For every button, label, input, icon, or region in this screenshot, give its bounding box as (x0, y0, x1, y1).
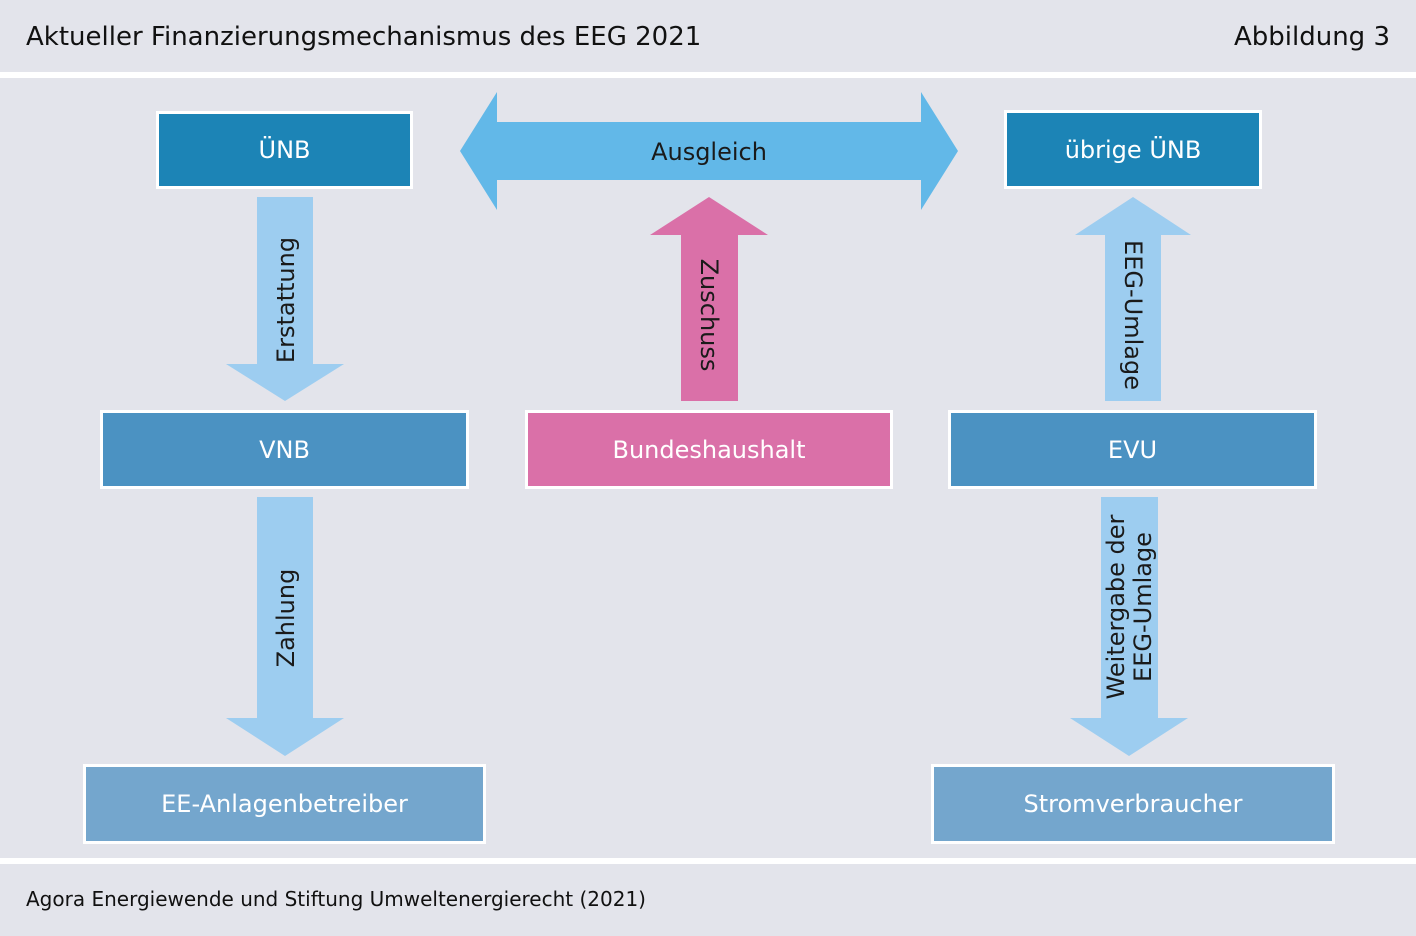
footer-bar: Agora Energiewende und Stiftung Umwelten… (0, 864, 1416, 936)
zuschuss-arrow (650, 197, 768, 401)
ausgleich-arrow (460, 92, 958, 210)
node-uebrige-unb: übrige ÜNB (1004, 110, 1262, 189)
node-unb: ÜNB (156, 111, 413, 189)
source-note: Agora Energiewende und Stiftung Umwelten… (26, 887, 646, 911)
eeg-umlage-arrow (1075, 197, 1191, 401)
weitergabe-arrow (1070, 497, 1188, 756)
node-stromverbraucher: Stromverbraucher (931, 764, 1335, 844)
erstattung-arrow (226, 197, 344, 401)
zahlung-arrow (226, 497, 344, 756)
zahlung-label: Zahlung (272, 569, 300, 668)
node-vnb: VNB (100, 410, 469, 489)
eeg-umlage-label: EEG-Umlage (1119, 240, 1147, 390)
node-ee-anlagenbetreiber: EE-Anlagenbetreiber (83, 764, 486, 844)
weitergabe-label-line1: Weitergabe der (1102, 514, 1130, 699)
erstattung-label: Erstattung (272, 237, 300, 363)
node-evu: EVU (948, 410, 1317, 489)
figure-title: Aktueller Finanzierungsmechanismus des E… (26, 22, 702, 52)
ausgleich-label: Ausgleich (651, 138, 767, 166)
figure-number: Abbildung 3 (1233, 22, 1390, 52)
node-bundeshaushalt: Bundeshaushalt (525, 410, 893, 489)
zuschuss-label: Zuschuss (695, 259, 723, 372)
header-bar: Aktueller Finanzierungsmechanismus des E… (0, 0, 1416, 72)
weitergabe-label-line2: EEG-Umlage (1129, 532, 1157, 682)
